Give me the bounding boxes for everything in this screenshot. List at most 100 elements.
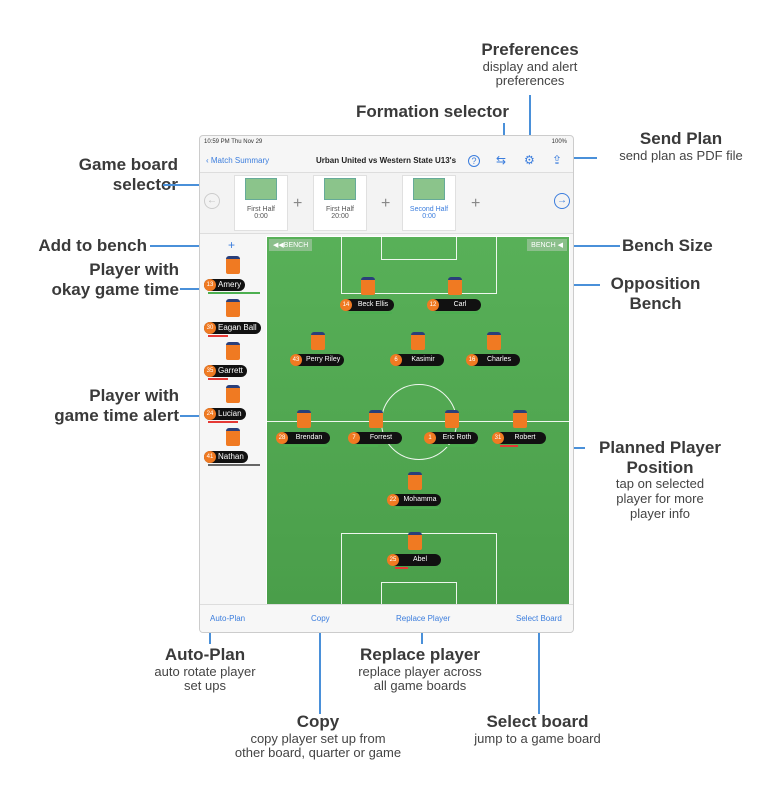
player-name: Brendan [278,432,330,444]
preferences-sub1: display and alert [482,58,578,74]
planned-title1: Planned Player [599,438,721,457]
prev-board-icon[interactable]: ← [204,193,220,209]
back-button[interactable]: ‹ Match Summary [206,156,270,165]
next-board-icon[interactable]: → [554,193,570,209]
game-time-bar [298,367,325,369]
planned-callout: Planned Player Position tap on selected … [585,438,735,522]
shirt-icon [226,342,240,360]
top-goal-box [381,236,457,260]
shirt-icon [369,410,383,428]
board-first-half-0[interactable]: First Half 0:00 [234,175,288,231]
formation-selector-icon[interactable]: ⇆ [496,153,507,167]
replace-player-button[interactable]: Replace Player [396,614,451,623]
player-name: Mohamma [389,494,441,506]
opp-bench-line [570,284,600,286]
replace-callout: Replace player replace player across all… [335,645,505,694]
player-number: 31 [492,432,504,444]
player-number: 6 [390,354,402,366]
add-bench-line [150,245,205,247]
game-time-bar [432,445,476,447]
back-label: Match Summary [210,156,270,165]
bench-size-button[interactable]: ◀◀BENCH [269,239,313,251]
player-number: 16 [466,354,478,366]
game-time-bar [208,292,260,294]
game-time-bar [395,507,439,509]
send-plan-title: Send Plan [639,129,723,148]
add-board-icon[interactable]: + [381,195,391,212]
okay-time-title2: okay game time [51,279,179,299]
bench-player[interactable]: Nathan 41 [202,428,264,468]
board-label: Second Half [409,206,449,213]
shirt-icon [226,385,240,403]
select-board-button[interactable]: Select Board [516,614,562,623]
okay-time-callout: Player with okay game time [34,260,179,299]
add-to-bench-button[interactable]: + [228,238,236,252]
status-time: 10:59 PM Thu Nov 29 [204,139,263,145]
shirt-icon [408,472,422,490]
shirt-icon [448,277,462,295]
bench-size-line [570,245,620,247]
game-time-bar [208,421,238,423]
player-number: 43 [290,354,302,366]
alert-time-line [180,415,202,417]
player-name: Beck Ellis [342,299,394,311]
shirt-icon [226,256,240,274]
bench-player[interactable]: Lucian 24 [202,385,264,425]
copy-title: Copy [296,712,340,731]
shirt-icon [361,277,375,295]
game-time-bar [208,464,260,466]
bench-player[interactable]: Eagan Ball 30 [202,299,264,339]
board-first-half-20[interactable]: First Half 20:00 [313,175,367,231]
planned-sub2: player for more [616,491,704,507]
game-board-line [163,184,201,186]
player-number: 7 [348,432,360,444]
shirt-icon [411,332,425,350]
opp-bench-title1: Opposition [610,274,701,293]
preferences-icon[interactable]: ⚙ [524,153,535,167]
replace-line [421,628,423,644]
opposition-bench-button[interactable]: BENCH ◀ [527,239,567,251]
share-icon[interactable]: ⇪ [552,153,563,167]
player-name: Perry Riley [292,354,344,366]
auto-plan-button[interactable]: Auto-Plan [210,614,246,623]
shirt-icon [311,332,325,350]
add-board-icon[interactable]: + [471,195,481,212]
bench-player[interactable]: Amery 13 [202,256,264,296]
game-time-bar [435,312,479,314]
copy-callout: Copy copy player set up from other board… [213,712,423,761]
help-icon[interactable]: ? [468,155,480,167]
shirt-icon [226,428,240,446]
game-time-bar [284,445,328,447]
send-plan-sub: send plan as PDF file [619,147,743,163]
bench-player[interactable]: Garrett 35 [202,342,264,382]
shirt-icon [297,410,311,428]
okay-time-line [180,288,202,290]
board-thumbnail [245,178,277,200]
game-board-title1: Game board [78,155,178,174]
player-number: 28 [276,432,288,444]
player-number: 14 [340,299,352,311]
board-second-half-0[interactable]: Second Half 0:00 [402,175,456,231]
replace-sub1: replace player across [358,663,482,679]
game-board-selector: ← First Half 0:00 + First Half 20:00 + S… [200,172,573,234]
copy-button[interactable]: Copy [311,614,330,623]
add-board-icon[interactable]: + [293,195,303,212]
player-number: 24 [204,408,216,420]
board-time: 0:00 [422,213,436,220]
opp-bench-callout: Opposition Bench [598,274,713,313]
select-board-line [538,628,540,714]
send-plan-line [569,157,597,159]
formation-callout: Formation selector [345,102,520,122]
shirt-icon [445,410,459,428]
